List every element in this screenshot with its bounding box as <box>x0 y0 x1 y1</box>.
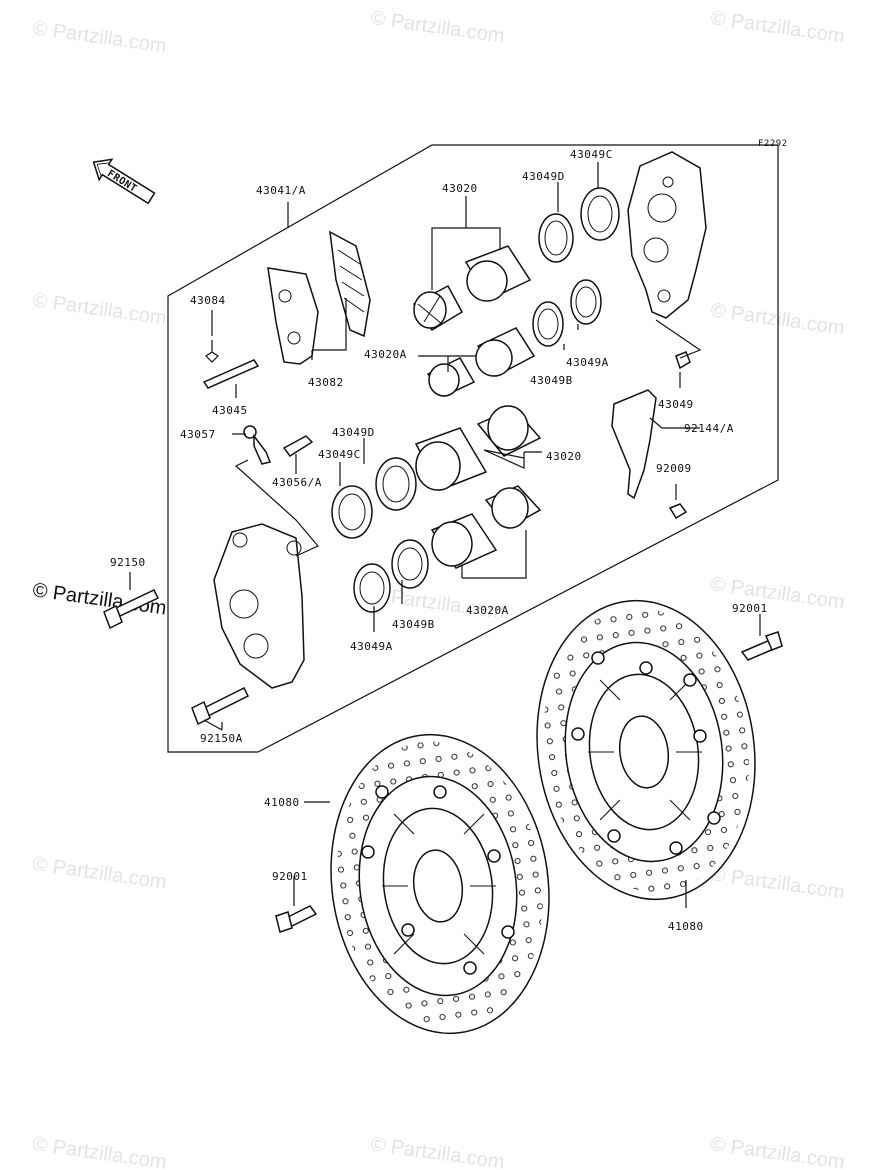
piston-upper <box>412 245 532 332</box>
label-43041a: 43041/A <box>256 184 306 197</box>
caliper-half-inner <box>213 523 305 689</box>
figure-code: F2292 <box>758 139 788 149</box>
label-43020-lower: 43020 <box>546 450 582 463</box>
label-43082: 43082 <box>308 376 344 389</box>
watermark: © Partzilla.com <box>709 1133 846 1170</box>
label-43057: 43057 <box>180 428 216 441</box>
label-92001-left: 92001 <box>272 870 308 883</box>
bleeder-screw <box>282 435 314 458</box>
label-92150a: 92150A <box>200 732 243 745</box>
disc-bolt <box>740 631 783 661</box>
label-43056a: 43056/A <box>272 476 322 489</box>
label-43049c-lower: 43049C <box>318 448 361 461</box>
label-43020a-lower: 43020A <box>466 604 509 617</box>
label-43049a-upper: 43049A <box>566 356 609 369</box>
label-41080-left: 41080 <box>264 796 300 809</box>
caliper-bolt-long <box>191 686 250 726</box>
nut <box>668 503 688 520</box>
label-43045: 43045 <box>212 404 248 417</box>
label-43049d-lower: 43049D <box>332 426 375 439</box>
label-43049: 43049 <box>658 398 694 411</box>
bleeder-valve <box>243 425 272 465</box>
watermark: © Partzilla.com <box>709 573 846 614</box>
caliper-assembly-outline <box>167 144 779 753</box>
leader-lines <box>129 162 761 908</box>
watermark: © Partzilla.com <box>31 1133 168 1170</box>
label-43049b-lower: 43049B <box>392 618 435 631</box>
label-92150: 92150 <box>110 556 146 569</box>
watermark: © Partzilla.com <box>31 289 168 330</box>
label-92001-right: 92001 <box>732 602 768 615</box>
piston-seal-lower <box>331 457 429 613</box>
caliper-half-outer <box>627 151 707 319</box>
disc-bolt <box>275 905 318 933</box>
watermark: © Partzilla.com <box>369 1133 506 1170</box>
label-92009: 92009 <box>656 462 692 475</box>
pad-pin <box>202 359 260 389</box>
front-arrow-icon: FRONT <box>92 158 156 205</box>
label-92144a: 92144/A <box>684 422 734 435</box>
label-43020-upper: 43020 <box>442 182 478 195</box>
watermark: © Partzilla.com <box>709 863 846 904</box>
pin-clip <box>205 340 219 363</box>
watermark: © Partzilla.com <box>31 17 168 58</box>
caliper-bolt <box>103 589 160 630</box>
brake-disc <box>330 733 550 1035</box>
piston-upper-a <box>426 327 536 397</box>
label-43049c-upper: 43049C <box>570 148 613 161</box>
label-43049d-upper: 43049D <box>522 170 565 183</box>
watermark: © Partzilla.com <box>31 853 168 894</box>
label-41080-right: 41080 <box>668 920 704 933</box>
brake-disc <box>536 599 756 901</box>
watermark: © Partzilla.com <box>709 7 846 48</box>
watermark: © Partzilla.com <box>369 7 506 48</box>
label-43084: 43084 <box>190 294 226 307</box>
mounting-bracket <box>611 389 657 500</box>
label-43049a-lower: 43049A <box>350 640 393 653</box>
label-43020a-upper: 43020A <box>364 348 407 361</box>
part-labels: 43041/A 43020 43049D 43049C 43084 43082 … <box>110 148 768 933</box>
label-43049b-upper: 43049B <box>530 374 573 387</box>
piston-seal <box>532 187 620 347</box>
brake-pad <box>267 230 371 365</box>
piston-lower <box>414 405 542 569</box>
